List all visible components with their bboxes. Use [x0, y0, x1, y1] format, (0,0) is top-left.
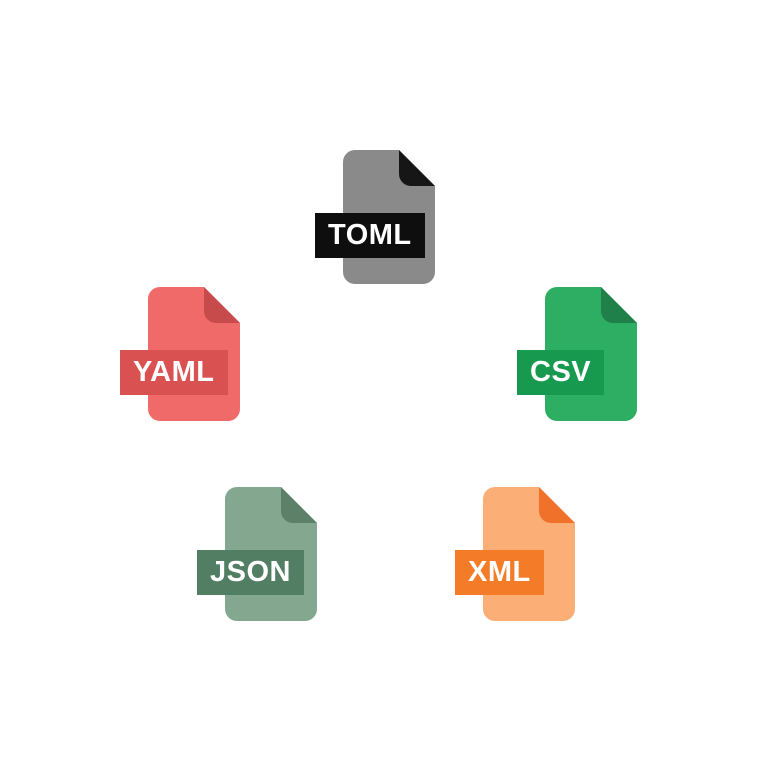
- folded-corner-icon: [601, 287, 637, 323]
- file-icon-yaml: YAML: [120, 287, 240, 421]
- file-icon-csv: CSV: [517, 287, 637, 421]
- toml-label: TOML: [315, 213, 425, 258]
- file-icon-json: JSON: [197, 487, 317, 621]
- file-icon-xml: XML: [455, 487, 575, 621]
- yaml-label: YAML: [120, 350, 228, 395]
- xml-label: XML: [455, 550, 544, 595]
- folded-corner-icon: [204, 287, 240, 323]
- file-icon-toml: TOML: [315, 150, 435, 284]
- csv-label: CSV: [517, 350, 605, 395]
- folded-corner-icon: [399, 150, 435, 186]
- json-label: JSON: [197, 550, 304, 595]
- folded-corner-icon: [539, 487, 575, 523]
- folded-corner-icon: [281, 487, 317, 523]
